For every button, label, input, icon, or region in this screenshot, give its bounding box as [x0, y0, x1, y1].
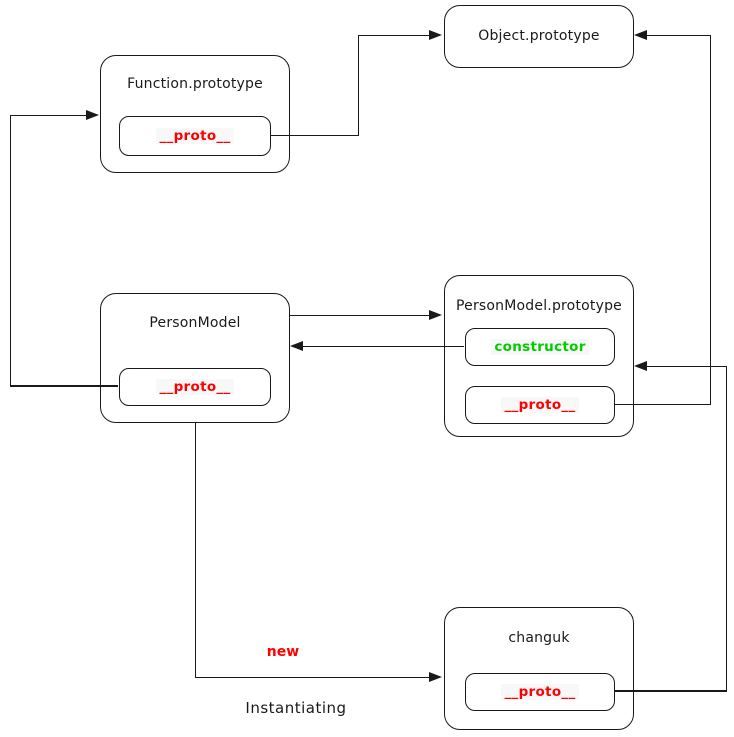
arrowhead-left-icon — [290, 340, 303, 351]
person-model-prototype-proto-label: __proto__ — [501, 397, 579, 413]
arrowhead-right-icon — [429, 29, 442, 40]
arrowhead-left-icon — [634, 360, 647, 371]
person-model-prototype-constructor-slot: constructor — [465, 328, 615, 366]
edge-new-segment-h — [194, 676, 431, 678]
function-prototype-proto-label: __proto__ — [156, 128, 234, 144]
node-person-model-prototype-title: PersonModel.prototype — [456, 298, 622, 314]
edge-personmodel-proto-segment-h2 — [10, 114, 88, 116]
edge-prototype-link-segment — [290, 314, 430, 316]
changuk-proto-label: __proto__ — [501, 684, 579, 700]
edge-constructor-segment — [302, 345, 464, 347]
person-model-proto-label: __proto__ — [156, 379, 234, 395]
node-function-prototype: Function.prototype __proto__ — [100, 55, 290, 173]
node-changuk: changuk __proto__ — [444, 607, 634, 730]
arrowhead-right-icon — [429, 309, 442, 320]
node-object-prototype: Object.prototype — [444, 5, 634, 68]
edge-personmodel-proto-segment-v — [9, 114, 11, 387]
edge-pmprototype-proto-segment-h2 — [647, 34, 710, 36]
function-prototype-proto-slot: __proto__ — [119, 116, 271, 156]
node-function-prototype-title: Function.prototype — [127, 76, 263, 92]
person-model-proto-slot: __proto__ — [119, 368, 271, 406]
edge-function-proto-segment-v — [357, 34, 359, 136]
changuk-proto-slot: __proto__ — [465, 673, 615, 711]
edge-new-segment-v — [194, 423, 196, 678]
new-keyword-label: new — [266, 644, 300, 660]
person-model-prototype-constructor-label: constructor — [491, 339, 589, 355]
edge-pmprototype-proto-segment-v — [709, 34, 711, 405]
instantiating-label: Instantiating — [245, 699, 347, 717]
edge-changuk-proto-segment-v — [725, 365, 727, 692]
arrowhead-left-icon — [634, 29, 647, 40]
edge-function-proto-segment-h1 — [270, 134, 359, 136]
person-model-prototype-proto-slot: __proto__ — [465, 386, 615, 424]
edge-function-proto-segment-h2 — [358, 34, 430, 36]
node-person-model: PersonModel __proto__ — [100, 293, 290, 423]
edge-changuk-proto-segment-h1 — [614, 690, 727, 692]
node-object-prototype-title: Object.prototype — [478, 27, 600, 44]
node-person-model-title: PersonModel — [149, 315, 241, 331]
arrowhead-right-icon — [86, 109, 99, 120]
edge-pmprototype-proto-segment-h1 — [614, 403, 711, 405]
edge-changuk-proto-segment-h2 — [647, 365, 726, 367]
node-person-model-prototype: PersonModel.prototype constructor __prot… — [444, 275, 634, 437]
node-changuk-title: changuk — [508, 630, 570, 646]
edge-personmodel-proto-segment-h1 — [10, 385, 118, 387]
arrowhead-right-icon — [429, 671, 442, 682]
